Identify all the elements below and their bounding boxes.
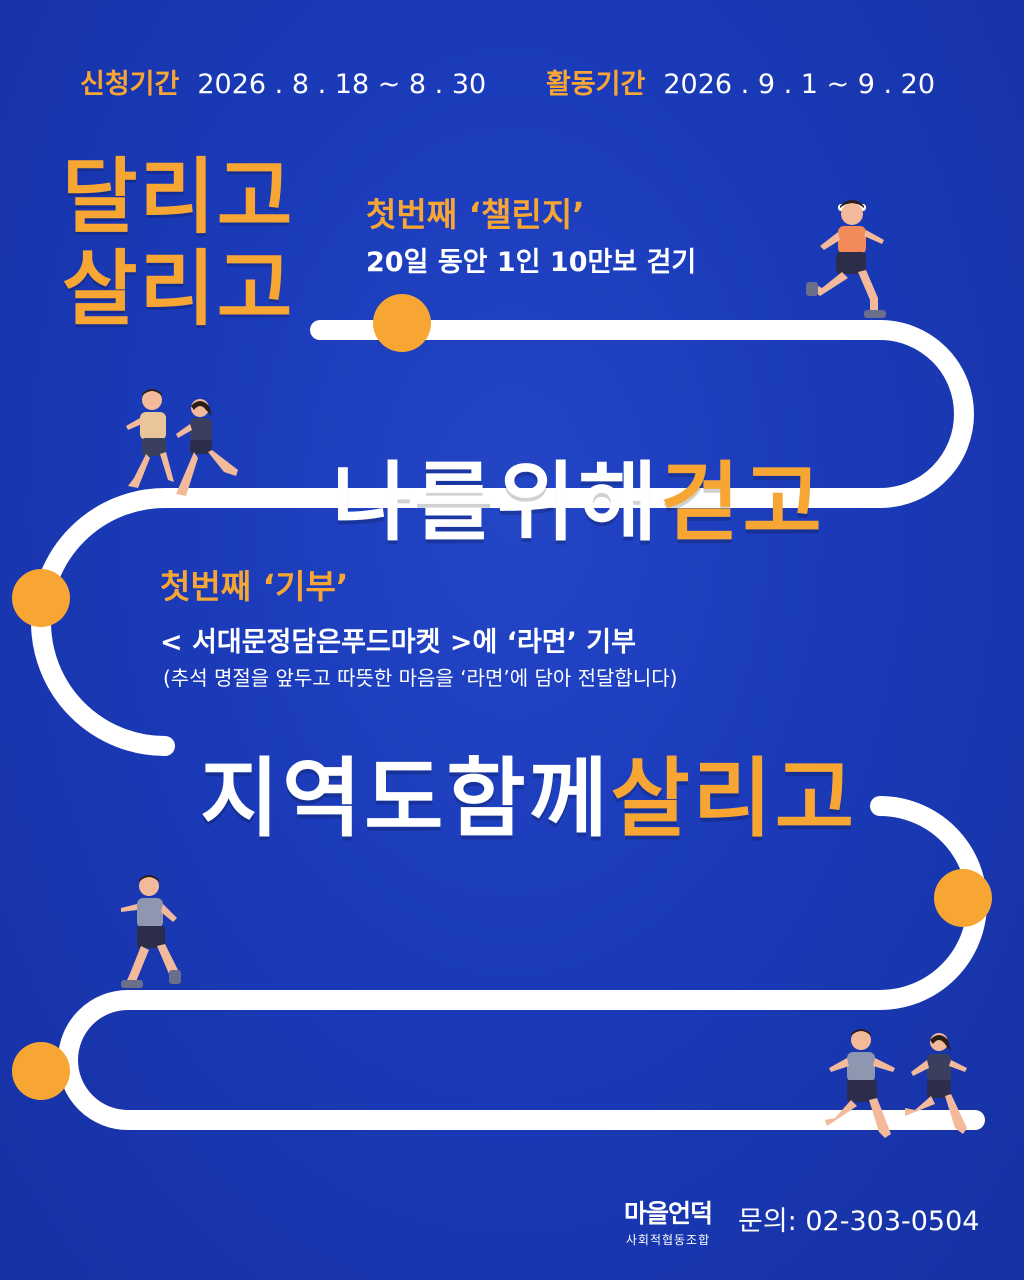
donation-desc: < 서대문정담은푸드마켓 >에 ‘라면’ 기부 [160,627,636,658]
org-logo-sub: 사회적협동조합 [625,1233,711,1247]
challenge-desc: 20일 동안 1인 10만보 걷기 [366,247,697,278]
path-dot [373,294,431,352]
headline-walk-part1: 나를위해 [332,453,661,553]
activity-dates: 2026 . 9 . 1 ~ 9 . 20 [663,69,936,100]
donation-heading: 첫번째 ‘기부’ [160,567,349,606]
apply-dates: 2026 . 8 . 18 ~ 8 . 30 [197,69,487,100]
activity-label: 활동기간 [546,69,646,100]
activity-period: 활동기간 2026 . 9 . 1 ~ 9 . 20 [546,62,935,101]
donation-note: (추석 명절을 앞두고 따뜻한 마음을 ‘라면’에 담아 전달합니다) [163,666,678,690]
main-title: 달리고 살리고 [62,152,294,336]
headline-community-part1: 지역도함께 [200,749,611,849]
main-title-line1: 달리고 [62,150,295,245]
headline-community-part2: 살리고 [610,749,857,849]
org-logo: 마을언덕 사회적협동조합 [624,1194,713,1248]
apply-period: 신청기간 2026 . 8 . 18 ~ 8 . 30 [80,62,486,101]
path-dot [12,1042,70,1100]
path-dot [12,569,70,627]
headline-walk-part2: 걷고 [660,453,825,553]
main-title-line2: 살리고 [62,242,295,337]
running-pair-bottom-icon [825,1029,967,1138]
apply-label: 신청기간 [80,69,180,100]
headline-walk: 나를위해걷고 [332,432,825,557]
org-logo-main: 마을언덕 [624,1199,713,1228]
runner-man-icon [121,875,181,988]
path-dot [934,869,992,927]
running-pair-icon [126,389,238,496]
headline-community: 지역도함께살리고 [200,728,857,853]
runner-woman-icon [806,200,886,318]
contact-info: 문의: 02-303-0504 [738,1206,980,1237]
challenge-heading: 첫번째 ‘챌린지’ [366,195,585,234]
